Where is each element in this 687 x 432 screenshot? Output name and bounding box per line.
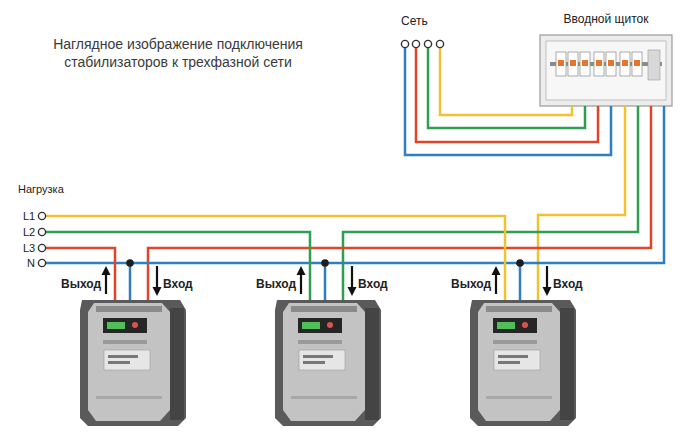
junction-dots: [126, 259, 134, 267]
supply-wires: [405, 48, 611, 155]
input-label: Вход: [358, 277, 388, 292]
direction-arrows: [495, 273, 497, 294]
panel-cabinet: [634, 60, 640, 66]
output-label: Выход: [61, 277, 101, 292]
terminals: [424, 40, 431, 47]
direction-arrows: [102, 266, 552, 296]
input-label: Вход: [553, 277, 583, 292]
direction-arrows: [546, 266, 548, 288]
panel-output-wires: [343, 106, 638, 300]
junction-dots: [321, 259, 329, 267]
load-wires: [46, 216, 505, 300]
direction-arrows: [102, 266, 111, 275]
supply-wires: [440, 48, 572, 115]
supply-wires: [416, 48, 598, 142]
load-wires: [46, 216, 520, 300]
panel-output-wires: [148, 106, 651, 300]
terminals: [38, 40, 443, 266]
panel-cabinet: [546, 41, 666, 100]
panel-cabinet: [582, 60, 588, 66]
output-label: Выход: [451, 277, 491, 292]
panel-output-wires: [46, 106, 664, 263]
junction-dots: [126, 259, 524, 267]
direction-arrows: [492, 266, 501, 275]
direction-arrows: [351, 266, 353, 288]
direction-arrows: [348, 287, 357, 296]
diagram-title: Наглядное изображение подключения стабил…: [28, 35, 328, 71]
panel-cabinet: [580, 52, 590, 76]
direction-arrows: [153, 287, 162, 296]
terminals: [38, 244, 45, 251]
panel-output-wires: [46, 106, 664, 300]
junction-dots: [516, 259, 524, 267]
stabilizer-unit: [470, 300, 576, 426]
terminals: [412, 40, 419, 47]
output-label: Выход: [256, 277, 296, 292]
terminals: [401, 40, 408, 47]
direction-arrows: [156, 266, 158, 288]
supply-wires: [428, 48, 585, 128]
supply-wires: [405, 48, 611, 155]
panel-cabinet: [540, 35, 672, 106]
direction-arrows: [105, 273, 107, 294]
panel-cabinet: [568, 52, 578, 76]
input-label: Вход: [163, 277, 193, 292]
terminals: [38, 228, 45, 235]
terminals: [436, 40, 443, 47]
load-wires: [324, 263, 327, 300]
phase-label: L1: [23, 209, 35, 223]
stabilizer-unit: [80, 300, 186, 426]
panel-cabinet: [632, 52, 642, 76]
direction-arrows: [297, 266, 306, 275]
stabilizer-unit: [275, 300, 381, 426]
load-wires: [129, 263, 132, 300]
network-label: Сеть: [401, 14, 428, 29]
phase-label: L3: [23, 241, 35, 255]
neutral-label: N: [27, 256, 35, 270]
panel-cabinet: [594, 52, 604, 76]
load-label: Нагрузка: [18, 182, 64, 196]
load-wires: [46, 232, 310, 300]
load-wires: [519, 263, 522, 300]
panel-cabinet: [556, 52, 566, 76]
panel-cabinet: [596, 60, 602, 66]
panel-cabinet: [558, 60, 564, 66]
panel-cabinet: [648, 50, 660, 80]
panel-cabinet: [622, 60, 628, 66]
terminals: [38, 259, 45, 266]
terminals: [38, 212, 45, 219]
panel-cabinet: [620, 52, 630, 76]
direction-arrows: [300, 273, 302, 294]
direction-arrows: [543, 287, 552, 296]
panel-cabinet: [540, 35, 672, 106]
panel-heading: Вводной щиток: [536, 12, 676, 27]
panel-cabinet: [606, 52, 616, 76]
panel-node: Вводной щиток: [536, 12, 676, 106]
panel-cabinet: [608, 60, 614, 66]
load-wires: [46, 248, 115, 300]
panel-cabinet: [570, 60, 576, 66]
panel-output-wires: [538, 106, 625, 300]
phase-label: L2: [23, 225, 35, 239]
